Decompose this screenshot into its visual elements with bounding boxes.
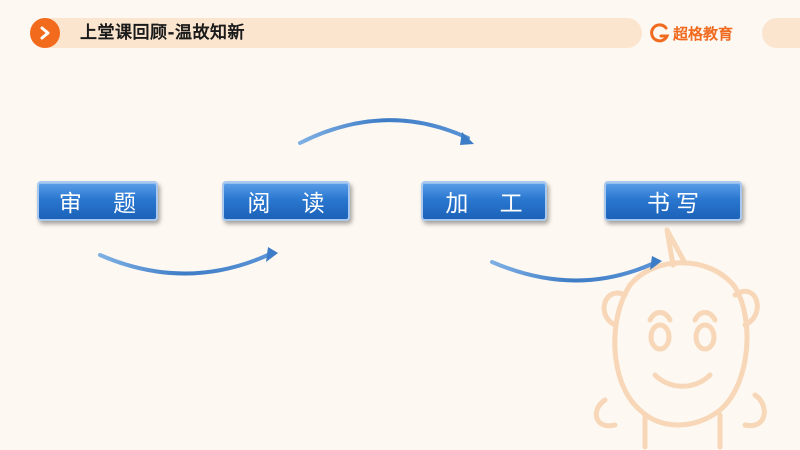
page-title: 上堂课回顾-温故知新: [80, 23, 246, 43]
connector-arrow-3: [490, 256, 662, 283]
step-box-shuxie: 书写: [604, 181, 742, 221]
step-label: 审 题: [58, 191, 149, 217]
header-bar-tail: [762, 18, 800, 48]
logo-icon: [650, 23, 670, 43]
mascot-watermark: [593, 227, 767, 450]
step-box-shenti: 审 题: [37, 181, 158, 221]
step-label: 阅 读: [247, 191, 337, 217]
step-label: 加 工: [445, 191, 535, 217]
step-box-jiagong: 加 工: [421, 181, 547, 221]
connector-arrow-2: [298, 118, 474, 145]
connector-arrow-1: [98, 247, 278, 276]
step-box-yuedu: 阅 读: [222, 181, 350, 221]
chevron-right-icon[interactable]: [30, 18, 60, 48]
header-bar: [30, 18, 642, 48]
logo-text: 超格教育: [673, 24, 734, 43]
brand-logo: 超格教育: [650, 20, 733, 46]
step-label: 书写: [647, 191, 705, 217]
